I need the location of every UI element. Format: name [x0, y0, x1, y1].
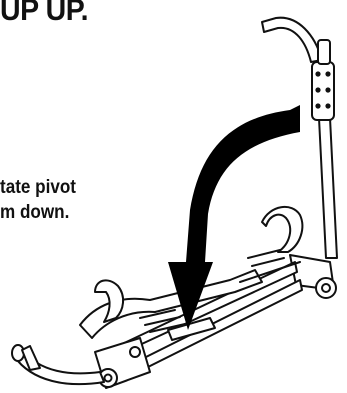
strap-right [262, 207, 302, 252]
rack-top-hook [262, 18, 322, 62]
mast-clamp [312, 62, 334, 120]
rack-mast [318, 98, 337, 258]
